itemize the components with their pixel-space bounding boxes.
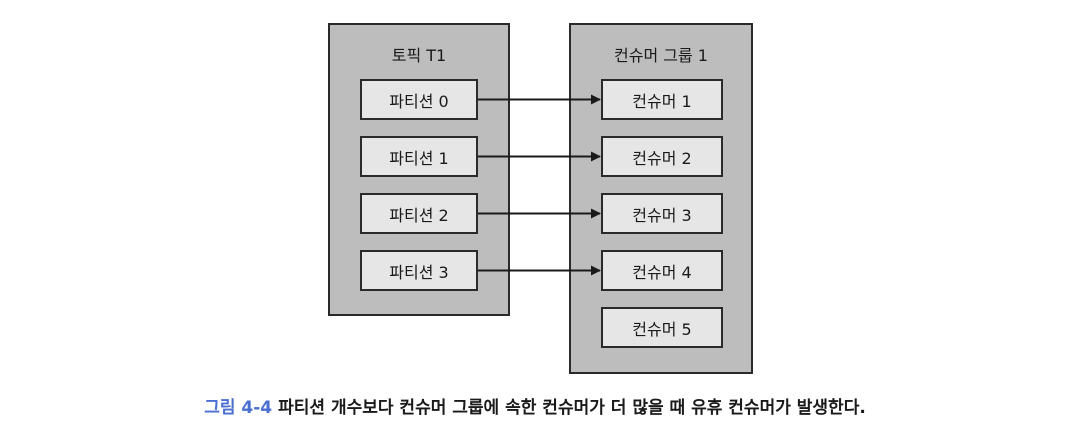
consumer-2: 컨슈머 2 bbox=[601, 136, 723, 177]
consumer-5-idle: 컨슈머 5 bbox=[601, 307, 723, 348]
figure-number: 그림 4-4 bbox=[204, 398, 273, 418]
consumer-3: 컨슈머 3 bbox=[601, 193, 723, 234]
consumer-group-title: 컨슈머 그룹 1 bbox=[614, 46, 708, 65]
partition-3: 파티션 3 bbox=[360, 250, 478, 291]
consumer-1: 컨슈머 1 bbox=[601, 79, 723, 120]
caption-text: 파티션 개수보다 컨슈머 그룹에 속한 컨슈머가 더 많을 때 유휴 컨슈머가 … bbox=[278, 398, 866, 418]
topic-title: 토픽 T1 bbox=[391, 46, 447, 65]
partition-0: 파티션 0 bbox=[360, 79, 478, 120]
partition-1: 파티션 1 bbox=[360, 136, 478, 177]
consumer-4: 컨슈머 4 bbox=[601, 250, 723, 291]
partition-2: 파티션 2 bbox=[360, 193, 478, 234]
